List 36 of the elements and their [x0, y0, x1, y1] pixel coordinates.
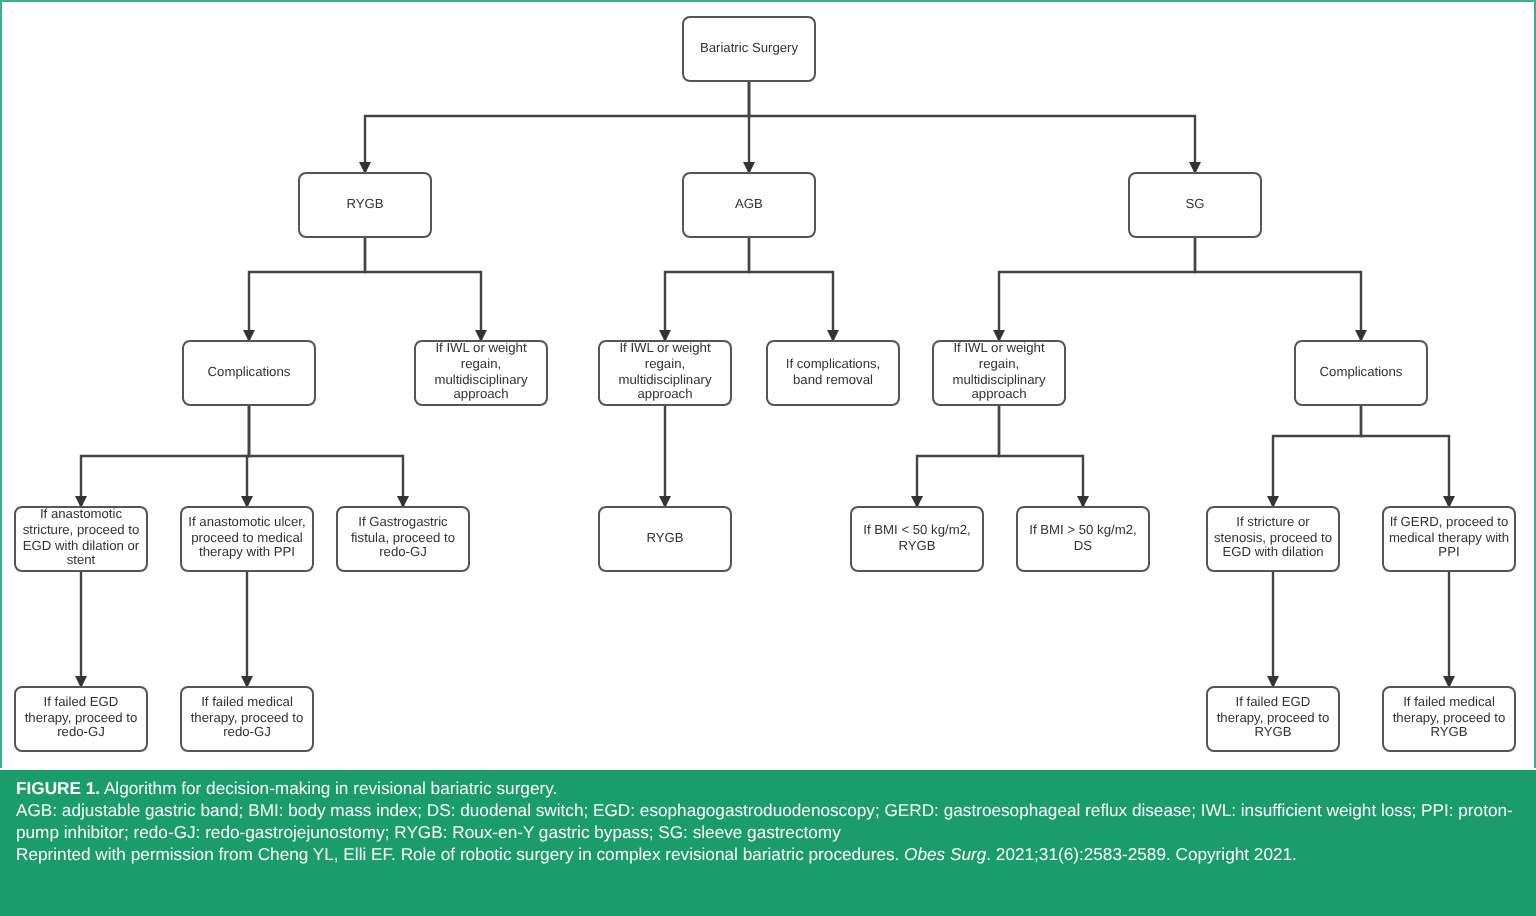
arrow: [1193, 238, 1367, 342]
process-box: [1206, 506, 1340, 572]
arrow: [1443, 572, 1455, 688]
arrow: [241, 572, 253, 688]
process-box: [336, 506, 470, 572]
arrow: [747, 82, 1201, 174]
process-box: [850, 506, 984, 572]
process-box: [182, 340, 316, 406]
process-box: [766, 340, 900, 406]
arrow: [747, 238, 839, 342]
process-box: [1382, 686, 1516, 752]
process-box: [180, 686, 314, 752]
arrow: [1267, 572, 1279, 688]
process-box: [598, 340, 732, 406]
caption-note: AGB: adjustable gastric band; BMI: body mass index; DS: duodenal switch; EGD: esophagogastroduodenoscopy; GERD: gastroesophageal reflux disease; IWL: insufficient weight loss; PPI: proton-pump inhibitor; redo-GJ: redo-gastrojejunostomy; RYGB: Roux-en-Y gastric bypass; SG: sleeve gastrectomy: [16, 800, 1515, 844]
arrow: [659, 406, 671, 508]
process-box: [1294, 340, 1428, 406]
arrow: [247, 406, 409, 508]
process-box: [1382, 506, 1516, 572]
process-box: [1128, 172, 1262, 238]
process-box: [180, 506, 314, 572]
process-box: [14, 686, 148, 752]
process-box: [682, 172, 816, 238]
process-box: [1206, 686, 1340, 752]
process-box: [298, 172, 432, 238]
caption-note: Reprinted with permission from Cheng YL, Elli EF. Role of robotic surgery in complex revisional bariatric procedures. Obes Surg. 2021;31(6):2583-2589. Copyright 2021.: [16, 844, 1299, 866]
arrow: [997, 406, 1089, 508]
process-box: [414, 340, 548, 406]
arrow: [363, 238, 487, 342]
figure-caption: FIGURE 1. Algorithm for decision-making in revisional bariatric surgery.: [16, 778, 560, 800]
process-box: [1016, 506, 1150, 572]
process-box: [932, 340, 1066, 406]
arrow: [75, 572, 87, 688]
process-box: [682, 16, 816, 82]
process-box: [598, 506, 732, 572]
arrow: [1359, 406, 1455, 508]
